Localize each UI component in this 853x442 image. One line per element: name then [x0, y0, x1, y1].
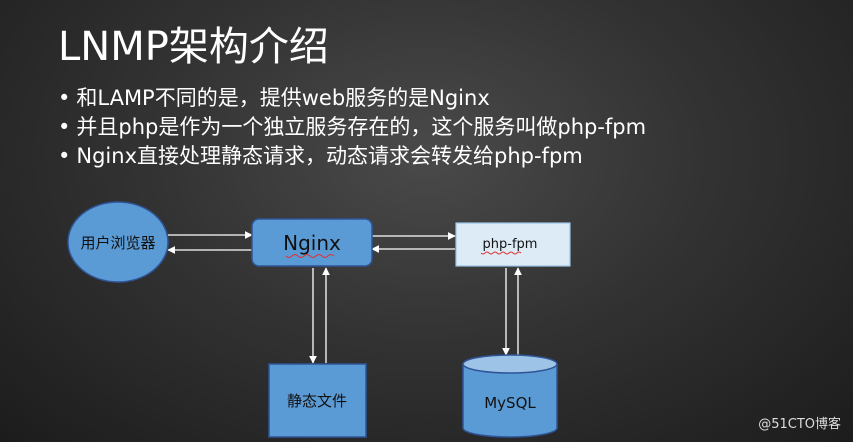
phpfpm-label: php-fpm: [483, 237, 538, 252]
nginx-label: Nginx: [283, 231, 341, 255]
watermark: @51CTO博客: [758, 417, 841, 432]
browser-node: [67, 201, 169, 283]
spellcheck-underline: [480, 251, 522, 255]
bullet-item: 和LAMP不同的是，提供web服务的是Nginx: [58, 84, 646, 113]
phpfpm-node: [455, 222, 571, 267]
bullet-list: 和LAMP不同的是，提供web服务的是Nginx 并且php是作为一个独立服务存…: [58, 84, 646, 171]
spellcheck-underline: [285, 254, 335, 258]
mysql-node-top: [462, 354, 558, 374]
slide-title: LNMP架构介绍: [58, 24, 329, 70]
nginx-node: [251, 218, 373, 267]
bullet-item: 并且php是作为一个独立服务存在的，这个服务叫做php-fpm: [58, 113, 646, 142]
browser-label: 用户浏览器: [80, 234, 155, 252]
mysql-label: MySQL: [484, 394, 536, 412]
static-files-node: [268, 363, 367, 438]
mysql-node: [462, 364, 558, 438]
bullet-item: Nginx直接处理静态请求，动态请求会转发给php-fpm: [58, 142, 646, 171]
static-files-label: 静态文件: [287, 392, 347, 410]
